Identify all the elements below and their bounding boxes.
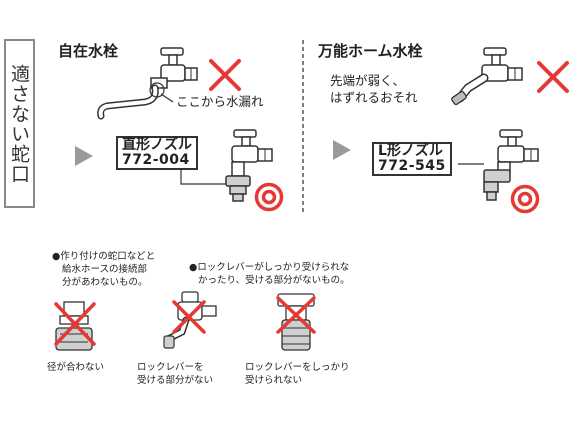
right-arrow-icon [333, 140, 351, 160]
left-arrow-icon [75, 146, 93, 166]
straight-nozzle-name: 直形ノズル [122, 137, 192, 153]
right-ok-ring-icon [510, 184, 540, 214]
section-divider [302, 40, 304, 215]
faucet-straight-nozzle-illustration [225, 129, 273, 202]
caption-mismatch: 径が合わない [47, 362, 105, 373]
right-note-line2: はずれるおそれ [330, 90, 418, 105]
left-title: 自在水栓 [58, 42, 119, 60]
caption-weak-lock-line1: ロックレバーをしっかり [245, 362, 350, 373]
straight-nozzle-leader [180, 168, 232, 185]
bottom-note1-line2: 給水ホースの接続部 [62, 264, 148, 275]
right-cross-icon [537, 61, 569, 93]
caption-no-receiver-line2: 受ける部分がない [137, 375, 214, 386]
bottom-note2-line1: ●ロックレバーがしっかり受けられな [189, 262, 350, 273]
bottom-note1-line3: 分があわないもの。 [62, 277, 148, 288]
right-title: 万能ホーム水栓 [318, 42, 423, 60]
universal-faucet-illustration [451, 47, 523, 106]
bottom-note2-line2: かったり、受ける部分がないもの。 [198, 275, 350, 286]
side-label: 適さない蛇口 [8, 63, 30, 184]
bottom-note1-line1: ●作り付けの蛇口などと [52, 251, 156, 262]
caption-no-receiver-line1: ロックレバーを [137, 362, 204, 373]
mismatch-diameter-illustration [54, 301, 96, 351]
side-label-box: 適さない蛇口 [4, 39, 35, 208]
l-nozzle-name: L形ノズル [378, 143, 443, 159]
leak-note: ここから水漏れ [176, 94, 264, 109]
l-nozzle-leader [458, 163, 484, 165]
no-lock-receiver-illustration [163, 291, 217, 349]
left-cross-icon [209, 59, 241, 91]
left-ok-ring-icon [254, 182, 284, 212]
straight-nozzle-box: 直形ノズル 772-004 [116, 136, 198, 170]
straight-nozzle-code: 772-004 [122, 152, 190, 168]
l-nozzle-box: L形ノズル 772-545 [372, 142, 452, 176]
faucet-l-nozzle-illustration [483, 129, 539, 201]
caption-weak-lock-line2: 受けられない [245, 375, 303, 386]
swivel-faucet-illustration [97, 47, 198, 120]
right-note-line1: 先端が弱く、 [330, 73, 406, 88]
l-nozzle-code: 772-545 [378, 158, 446, 174]
weak-lock-illustration [276, 293, 316, 351]
